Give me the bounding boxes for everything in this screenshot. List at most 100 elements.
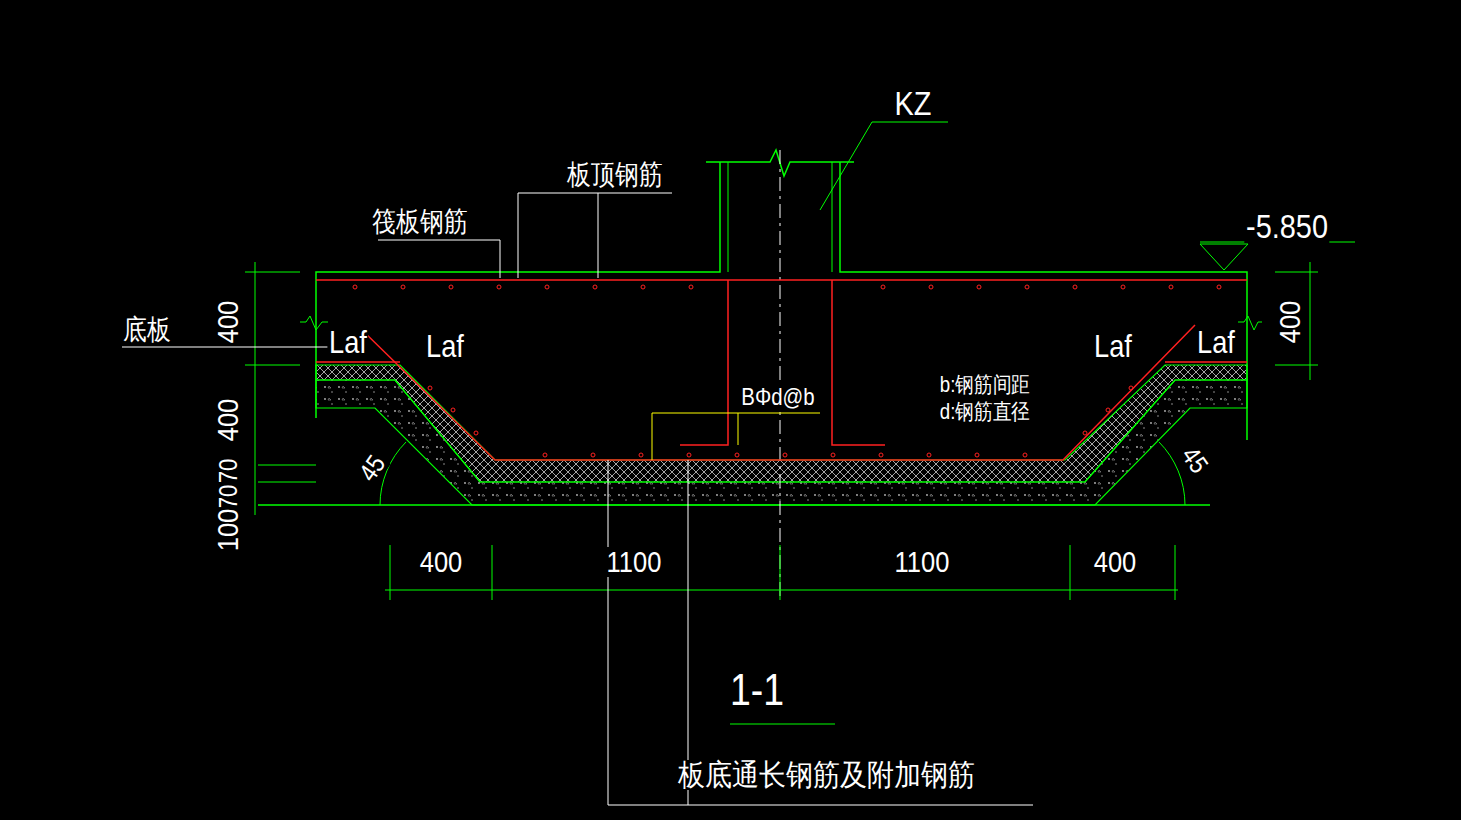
drawing-line (680, 280, 728, 445)
rebar-dot (641, 285, 645, 289)
drawing-line (385, 590, 1178, 591)
note-text: b:钢筋间距 (938, 374, 1032, 396)
rebar-dot (1106, 408, 1110, 412)
anchorage-label: Laf (327, 326, 368, 358)
drawing-line (1165, 361, 1247, 363)
dimension-text: 400 (1275, 299, 1305, 345)
drawing-line (300, 316, 328, 330)
annotation-leader (652, 413, 820, 460)
rebar-dot (927, 453, 931, 457)
drawing-line (652, 413, 820, 460)
rebar-dot (428, 386, 432, 390)
column-label: KZ (893, 86, 933, 120)
center-line (780, 150, 781, 600)
rebar-dot (929, 285, 933, 289)
rebar-dot (1083, 431, 1087, 435)
rebar-dot (735, 453, 739, 457)
anchorage-label: Laf (424, 330, 465, 362)
drawing-line (360, 325, 1195, 460)
drawing-line (255, 262, 256, 515)
rebar (316, 280, 1247, 460)
drawing-line (832, 162, 833, 272)
drawing-line (738, 413, 739, 445)
rebar-dot (977, 285, 981, 289)
drawing-line (258, 465, 316, 466)
dimension-text: 100 (213, 507, 243, 553)
rebar-dot (975, 453, 979, 457)
drawing-line (1275, 272, 1318, 273)
rebar-dot (881, 285, 885, 289)
drawing-line (608, 460, 1033, 805)
note-text: d:钢筋直径 (938, 401, 1032, 423)
rebar-spec: BΦd@b (740, 385, 817, 409)
angle-text: 45 (353, 449, 390, 487)
section-title: 1-1 (728, 668, 785, 712)
drawing-line (820, 122, 948, 210)
rebar-label: 板顶钢筋 (566, 161, 665, 189)
drawing-line (258, 504, 1210, 506)
angle-text: 45 (1176, 441, 1213, 479)
rebar-dot (831, 453, 835, 457)
drawing-line (1275, 365, 1318, 366)
drawing-line (1238, 316, 1262, 330)
rebar-dot (591, 453, 595, 457)
drawing-line (245, 365, 300, 366)
dimension-lines (245, 262, 1318, 600)
concrete-outline (258, 150, 1262, 505)
drawing-line (390, 545, 391, 600)
rebar-dot (687, 453, 691, 457)
rebar-dot (689, 285, 693, 289)
rebar-dot (593, 285, 597, 289)
rebar-dot (449, 285, 453, 289)
rebar-dot (451, 408, 455, 412)
drawing-line (245, 272, 300, 273)
drawing-line (378, 240, 500, 278)
rebar-dot (474, 431, 478, 435)
rebar-dot (783, 453, 787, 457)
rebar-dot (1073, 285, 1077, 289)
caption-text: 板底通长钢筋及附加钢筋 (676, 760, 977, 790)
drawing-line (840, 162, 1247, 440)
rebar-dot (543, 453, 547, 457)
dimension-text: 70 (215, 457, 241, 485)
dimension-text: 400 (213, 299, 243, 345)
drawing-line (122, 347, 330, 348)
rebar-dot (1025, 285, 1029, 289)
drawing-line (780, 545, 781, 600)
drawing-line (598, 193, 599, 278)
dimension-text: 1100 (605, 547, 663, 577)
dimension-text: 400 (213, 397, 243, 443)
drawing-line (1310, 262, 1311, 380)
anchorage-label: Laf (1092, 330, 1133, 362)
drawing-line (1175, 545, 1176, 600)
rebar-label: 筏板钢筋 (371, 208, 470, 236)
rebar-dot (879, 453, 883, 457)
dimension-text: 1100 (893, 547, 951, 577)
anchorage-label: Laf (1195, 326, 1236, 358)
rebar-dot (1121, 285, 1125, 289)
elevation-label: -5.850 (1244, 209, 1329, 243)
drawing-line (1200, 244, 1248, 270)
cushion-layers (316, 365, 1247, 505)
drawing-line (316, 361, 400, 363)
green-leaders (730, 122, 1355, 724)
rebar-dot (1169, 285, 1173, 289)
drawing-line (316, 162, 720, 418)
drawing-line (258, 482, 316, 483)
rebar-dot (401, 285, 405, 289)
rebar-dot (1217, 285, 1221, 289)
drawing-line (316, 380, 1247, 505)
drawing-line (1070, 545, 1071, 600)
rebar-dot (497, 285, 501, 289)
drawing-line (316, 279, 1247, 281)
rebar-dot (639, 453, 643, 457)
part-label: 底板 (122, 316, 173, 344)
rebar-dot (545, 285, 549, 289)
dimension-text: 400 (1092, 547, 1138, 577)
drawing-line (728, 162, 729, 272)
leader-lines (122, 193, 1033, 805)
drawing-line (688, 460, 689, 805)
dimension-text: 400 (418, 547, 464, 577)
rebar-dot (353, 285, 357, 289)
rebar-dots (353, 285, 1221, 457)
